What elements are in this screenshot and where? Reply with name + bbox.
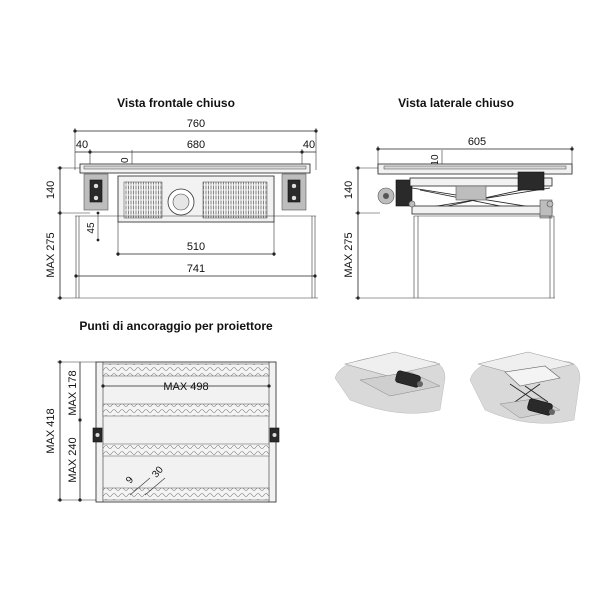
dim-10-front: 10 <box>120 157 131 169</box>
dim-45: 45 <box>86 222 97 234</box>
render-open <box>469 351 581 424</box>
anchor-plate-view: MAX 418 MAX 178 MAX 240 MAX 498 9 30 <box>45 360 280 503</box>
dim-40-left: 40 <box>76 139 88 151</box>
rail-lower-mid <box>102 443 270 457</box>
dim-max418: MAX 418 <box>45 408 57 453</box>
dim-max498: MAX 498 <box>163 381 208 393</box>
anchor-points-title: Punti di ancoraggio per proiettore <box>79 319 273 333</box>
front-right-bracket <box>281 173 307 211</box>
front-vent-right <box>202 181 268 219</box>
dim-140-front: 140 <box>45 181 57 199</box>
front-left-bracket <box>83 173 109 211</box>
dim-9: 9 <box>124 474 136 486</box>
dim-40-right: 40 <box>303 139 315 151</box>
dim-510: 510 <box>187 241 205 253</box>
dim-10-side: 10 <box>430 154 441 166</box>
render-closed <box>334 351 446 414</box>
dim-760: 760 <box>187 118 205 130</box>
rail-bottom <box>102 487 270 501</box>
rail-top <box>102 363 270 377</box>
dim-max275-side: MAX 275 <box>343 232 355 277</box>
dim-max240: MAX 240 <box>67 437 79 482</box>
dim-741: 741 <box>187 263 205 275</box>
side-view-title: Vista laterale chiuso <box>398 96 514 110</box>
front-view-title: Vista frontale chiuso <box>117 96 235 110</box>
rail-upper-mid <box>102 403 270 417</box>
anchor-plate <box>95 361 277 503</box>
dim-140-side: 140 <box>343 181 355 199</box>
front-vent-left <box>123 181 163 219</box>
dim-680: 680 <box>187 139 205 151</box>
dim-max178: MAX 178 <box>67 370 79 415</box>
dim-max275-front: MAX 275 <box>45 232 57 277</box>
dim-605: 605 <box>468 136 486 148</box>
front-view: 760 40 680 40 10 140 MAX 275 45 <box>45 118 318 300</box>
side-view: 605 10 140 MAX 275 <box>343 136 574 300</box>
